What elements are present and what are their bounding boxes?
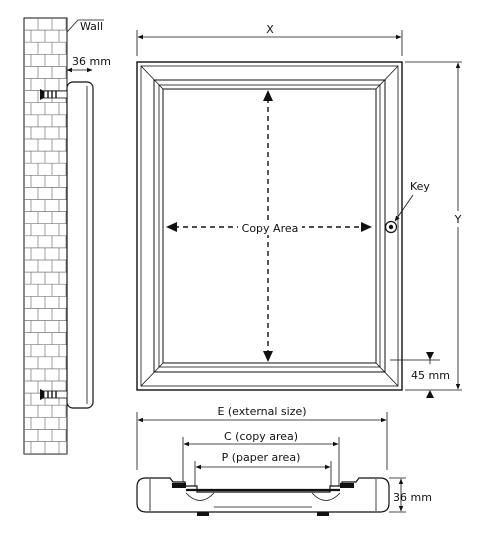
x-dimension-label: X [266,23,274,36]
case-side-profile [66,81,94,409]
copy-area-bottom-arrow [263,351,273,362]
frame-width-label: 45 mm [411,369,450,382]
paper-area-dim-label: P (paper area) [222,451,301,464]
external-size-label: E (external size) [217,405,306,418]
copy-area-dim-label: C (copy area) [224,430,298,443]
copy-area-right-arrow [361,222,372,232]
key-label: Key [410,180,430,193]
section-depth-label: 36 mm [393,491,432,504]
wall-leader-line [66,19,79,33]
brick-wall [23,17,68,455]
bottom-screw-icon [40,389,68,400]
key-leader-line [394,194,414,222]
copy-area-label: Copy Area [242,222,299,235]
copy-area-left-arrow [166,222,177,232]
copy-area-top-arrow [263,90,273,101]
top-screw-icon [40,89,68,100]
case-section-profile [136,477,390,516]
key-lock-icon [384,220,398,234]
wall-label: Wall [80,20,103,33]
wall-depth-label: 36 mm [72,55,111,68]
y-dimension-label: Y [454,213,462,226]
